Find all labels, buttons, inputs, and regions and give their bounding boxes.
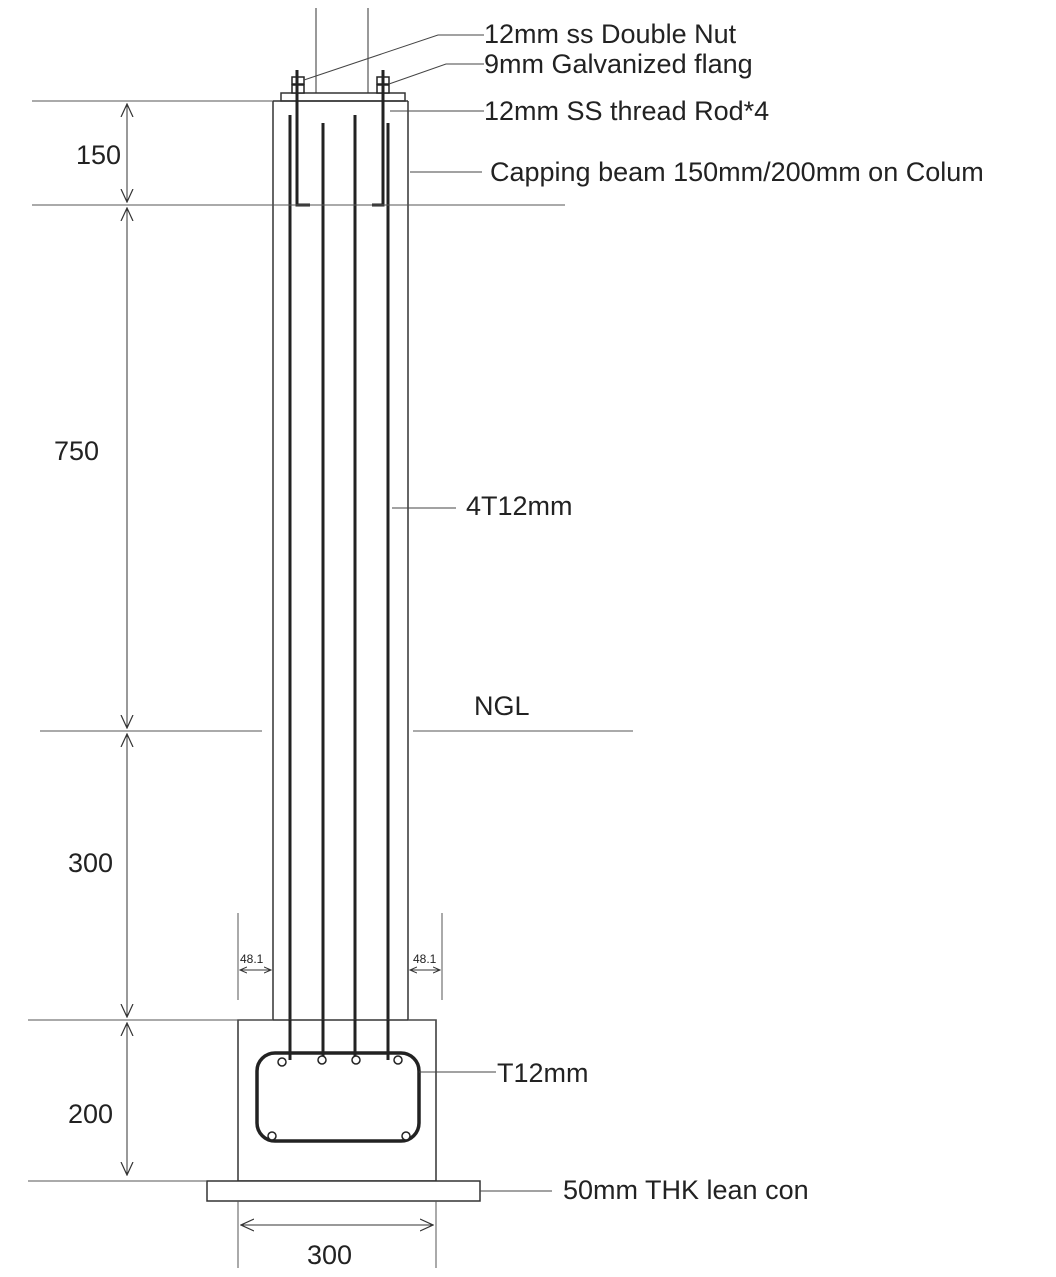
- bar-dot: [393, 1055, 403, 1065]
- footing-block: [237, 1019, 437, 1182]
- dim-text-offset-left: 48.1: [240, 952, 264, 966]
- label-thread-rod: 12mm SS thread Rod*4: [484, 96, 769, 126]
- rebar-outer-left: [288, 115, 318, 1142]
- label-stirrup: T12mm: [497, 1058, 589, 1088]
- label-main-bars: 4T12mm: [466, 491, 573, 521]
- dim-text-offset-right: 48.1: [413, 952, 437, 966]
- label-flange: 9mm Galvanized flang: [484, 49, 753, 79]
- bar-dot: [317, 1055, 327, 1065]
- lean-concrete-slab: [206, 1180, 481, 1202]
- label-double-nut: 12mm ss Double Nut: [484, 19, 737, 49]
- dim-text-below-ngl: 300: [68, 848, 113, 878]
- bar-dot: [267, 1131, 277, 1141]
- dim-text-footing-height: 200: [68, 1099, 113, 1129]
- dim-text-footing-width: 300: [307, 1240, 352, 1270]
- label-capping-beam: Capping beam 150mm/200mm on Colum: [490, 157, 984, 187]
- label-lean-concrete: 50mm THK lean con: [563, 1175, 809, 1205]
- stirrup-bar: [255, 1051, 421, 1143]
- bar-dot: [277, 1057, 287, 1067]
- rebar-outer-right: [360, 123, 390, 1142]
- bar-dot: [351, 1055, 361, 1065]
- bar-dot: [401, 1131, 411, 1141]
- dim-text-cap-height: 150: [76, 140, 121, 170]
- flange-plate: [280, 92, 406, 102]
- dim-text-above-ngl: 750: [54, 436, 99, 466]
- leader-flange: [388, 63, 484, 85]
- leader-double-nut: [303, 34, 484, 81]
- label-ngl: NGL: [474, 691, 530, 721]
